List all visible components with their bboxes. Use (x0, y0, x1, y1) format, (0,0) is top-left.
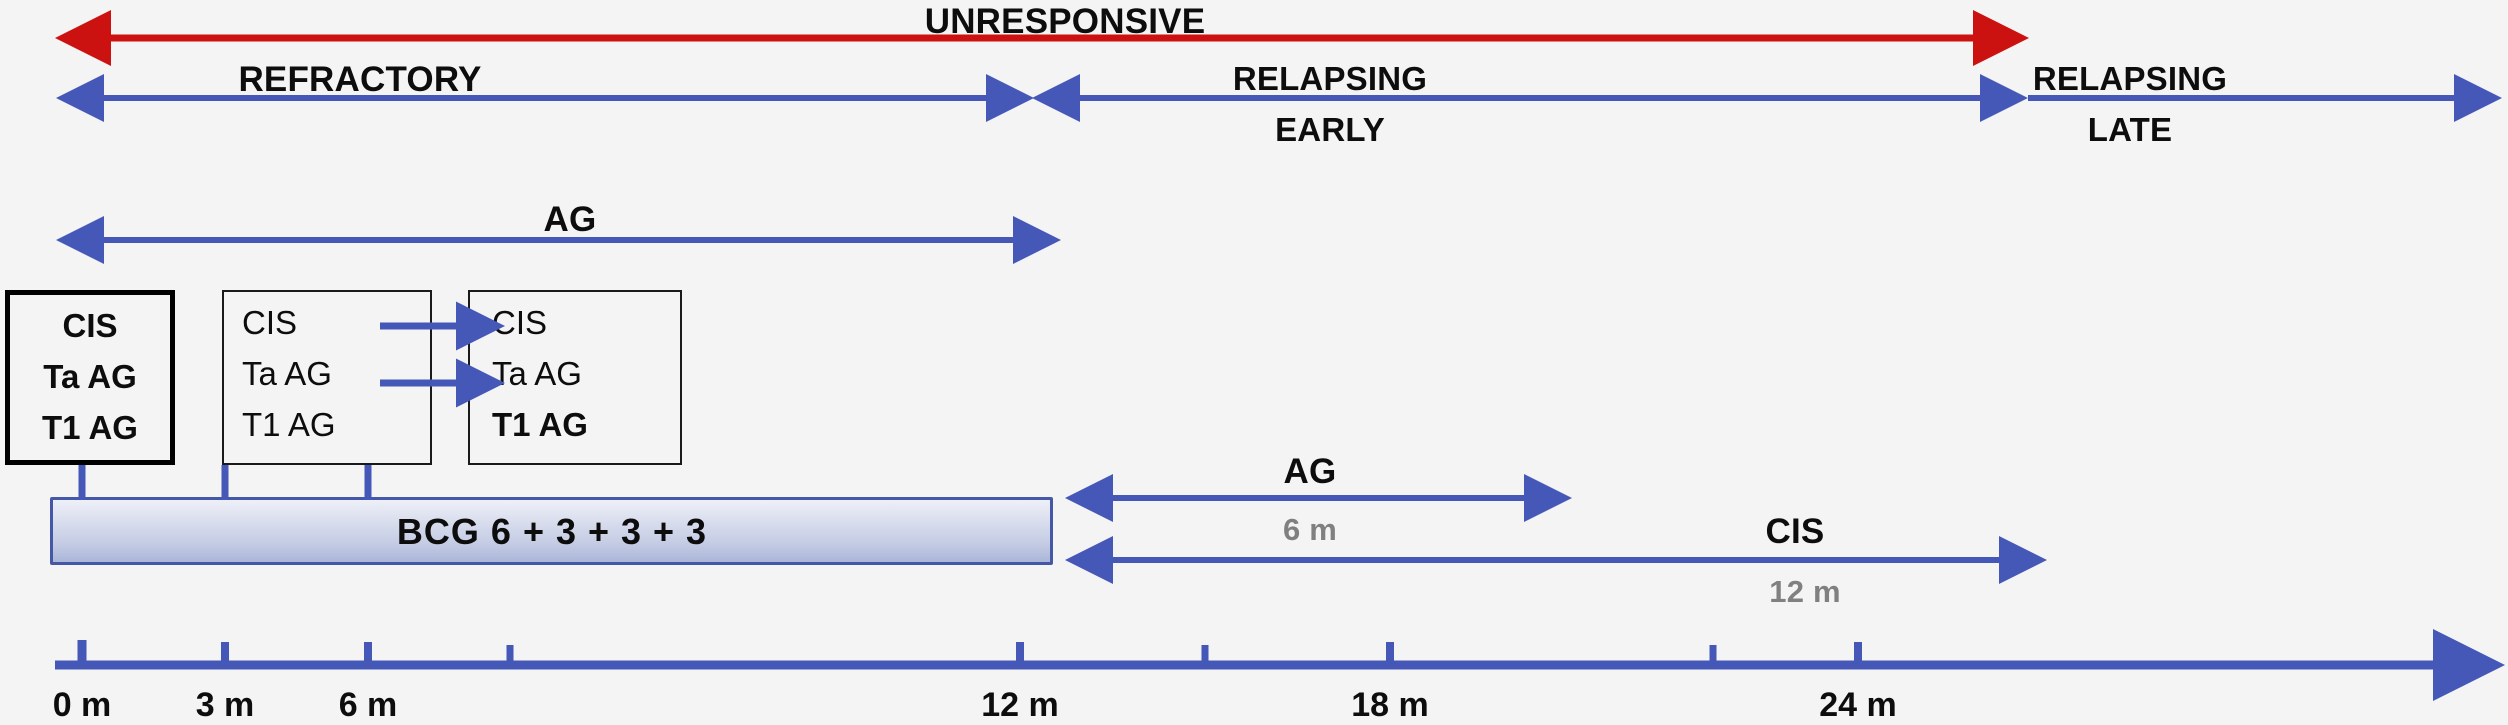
stage-box-initial-line-3: T1 AG (42, 409, 138, 446)
axis-tick-label-0m: 0 m (52, 686, 112, 724)
band-sublabel-relapsing-late: LATE (2087, 111, 2173, 148)
band-label-unresponsive: UNRESPONSIVE (924, 2, 1206, 41)
followup-label-cis: CIS (1765, 512, 1825, 551)
band-label-relapsing-early: RELAPSING (1232, 60, 1428, 97)
bcg-treatment-bar (50, 497, 1053, 565)
followup-duration-ag: 6 m (1282, 512, 1338, 547)
stage-box-initial-line-1: CIS (62, 307, 118, 344)
stage-box-initial-line-2: Ta AG (43, 358, 137, 395)
stage-box-6m-line-1: CIS (492, 304, 548, 341)
stage-box-3m-line-1: CIS (242, 304, 298, 341)
axis-tick-label-18m: 18 m (1351, 686, 1429, 724)
axis-tick-label-3m: 3 m (195, 686, 255, 724)
stage-box-3m-line-3: T1 AG (242, 406, 336, 443)
followup-label-ag: AG (1283, 452, 1337, 491)
time-axis (55, 629, 2505, 701)
stage-box-6m-line-3: T1 AG (492, 406, 588, 443)
axis-tick-label-24m: 24 m (1819, 686, 1897, 724)
axis-tick-label-12m: 12 m (981, 686, 1059, 724)
stage-box-6m-line-2: Ta AG (492, 355, 582, 392)
bcg-treatment-label: BCG 6 + 3 + 3 + 3 (396, 511, 708, 552)
axis-tick-label-6m: 6 m (338, 686, 398, 724)
band-label-relapsing-late: RELAPSING (2032, 60, 2228, 97)
band-sublabel-relapsing-early: EARLY (1275, 111, 1385, 148)
stage-box-initial: CIS Ta AG T1 AG (5, 290, 175, 465)
followup-duration-cis: 12 m (1769, 574, 1841, 609)
band-label-refractory: REFRACTORY (238, 60, 482, 99)
band-label-ag-refractory: AG (543, 200, 597, 239)
stage-box-3m: CIS Ta AG T1 AG (222, 290, 432, 465)
stage-box-3m-line-2: Ta AG (242, 355, 332, 392)
stage-box-6m: CIS Ta AG T1 AG (468, 290, 682, 465)
